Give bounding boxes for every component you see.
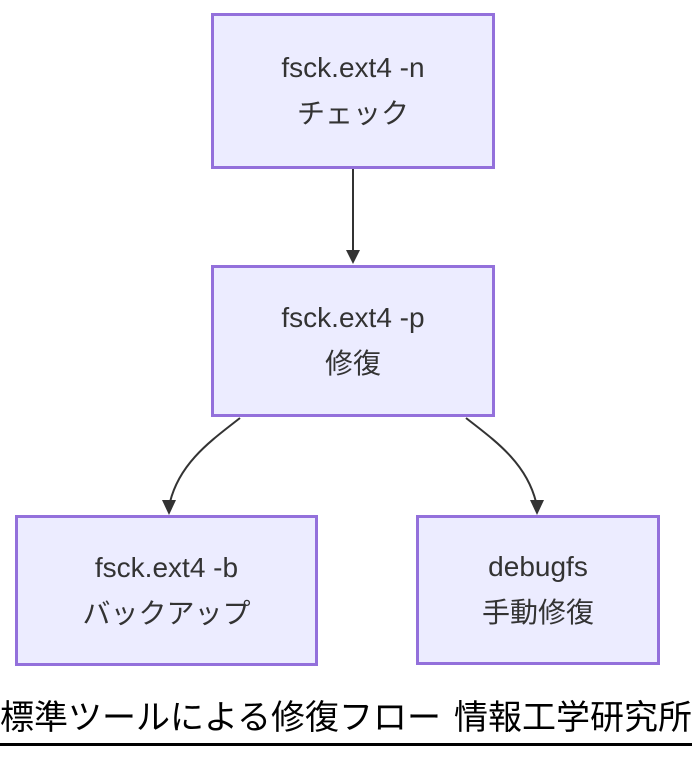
edge-repair-backup — [162, 417, 241, 515]
node-debugfs-manual-command: debugfs — [488, 551, 588, 582]
node-fsck-repair: fsck.ext4 -p 修復 — [211, 265, 495, 417]
node-fsck-check-label: チェック — [296, 98, 409, 129]
node-debugfs-manual: debugfs 手動修復 — [416, 515, 660, 665]
node-fsck-repair-label: 修復 — [324, 348, 381, 379]
node-fsck-backup-label: バックアップ — [82, 597, 251, 629]
node-fsck-check-command: fsck.ext4 -n — [281, 52, 425, 83]
node-debugfs-manual-label: 手動修復 — [481, 597, 594, 628]
arrowhead-repair-manual — [530, 500, 544, 515]
caption-source: 情報工学研究所 — [454, 699, 692, 737]
node-fsck-check: fsck.ext4 -n チェック — [211, 13, 495, 169]
diagram-caption: 標準ツールによる修復フロー 情報工学研究所 — [0, 699, 692, 747]
node-fsck-repair-command: fsck.ext4 -p — [281, 302, 425, 333]
edge-repair-manual — [465, 417, 544, 515]
edge-check-repair — [346, 169, 360, 264]
caption-title: 標準ツールによる修復フロー — [0, 699, 441, 737]
arrowhead-repair-backup — [162, 500, 176, 515]
arrowhead-check-repair — [346, 250, 360, 264]
node-fsck-backup-command: fsck.ext4 -b — [94, 551, 239, 583]
node-fsck-backup: fsck.ext4 -b バックアップ — [15, 515, 318, 666]
